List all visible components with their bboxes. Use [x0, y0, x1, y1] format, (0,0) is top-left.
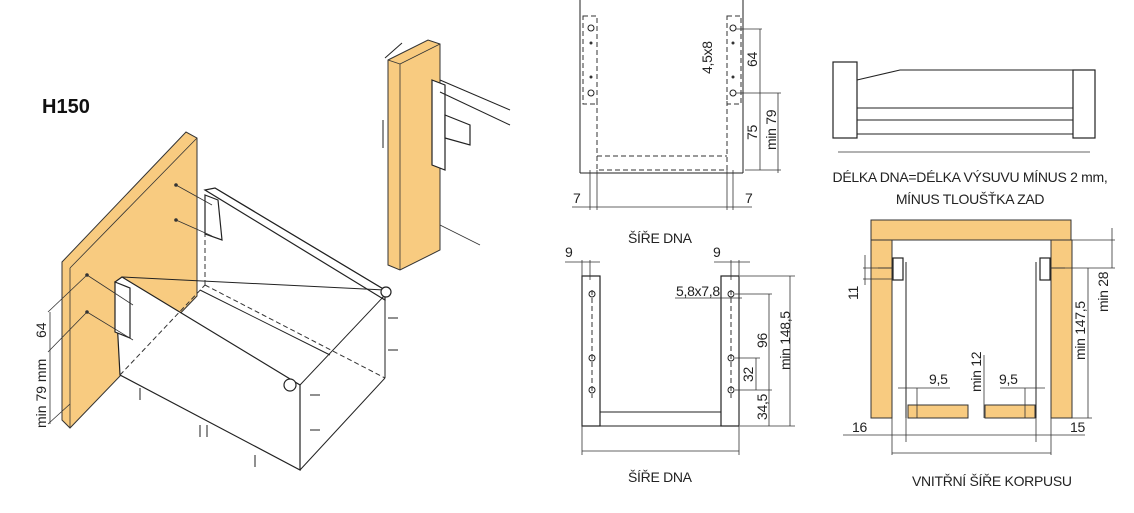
dim-9-5-right: 9,5: [999, 371, 1018, 387]
dim-min79: min 79: [763, 109, 779, 150]
hole-size-label: 5,8x7,8: [676, 283, 720, 299]
right-side-profile: [720, 275, 740, 427]
section-caption: VNITŘNÍ ŠÍŘE KORPUSU: [912, 473, 1072, 489]
rail-end-cap: [283, 378, 297, 392]
dim-min148-5: min 148,5: [777, 311, 793, 370]
length-note-line2: MÍNUS TLOUŠŤKA ZAD: [896, 191, 1045, 207]
panel-edge: [69, 137, 198, 269]
left-board: [870, 239, 893, 419]
drawer-front-end: [832, 61, 858, 139]
front-view-caption: ŠÍŘE DNA: [628, 469, 693, 485]
screw-lines: [85, 183, 398, 467]
isometric-assembly: H150: [33, 96, 398, 471]
side-panel: [387, 39, 441, 271]
right-offset: 9: [713, 244, 721, 260]
dim-96: 96: [754, 333, 770, 348]
left-offset: 9: [565, 244, 573, 260]
dim-11: 11: [845, 286, 861, 300]
front-view: 9 9 5,8x7,8 96 32 34,5 min 148,5 ŠÍŘE DN…: [565, 244, 795, 485]
front-bracket: [114, 281, 131, 339]
dim-min12: min 12: [968, 351, 984, 392]
dim-64: 64: [33, 322, 49, 338]
top-board: [870, 219, 1072, 241]
dim-min28: min 28: [1095, 271, 1111, 312]
drawer-front-side: [114, 276, 301, 471]
dim-9-5-left: 9,5: [929, 371, 948, 387]
rail-bracket: [431, 79, 446, 171]
back-view-caption: ŠÍŘE DNA: [628, 230, 693, 246]
left-rail-clip: [892, 257, 904, 281]
rear-bracket: [204, 194, 223, 241]
dim-34-5: 34,5: [754, 393, 770, 420]
dim-64: 64: [744, 52, 760, 67]
model-title: H150: [42, 96, 90, 118]
drawer-side-rail: [203, 187, 386, 302]
side-view: DÉLKA DNA=DÉLKA VÝSUVU MÍNUS 2 mm, MÍNUS…: [832, 61, 1108, 207]
back-view: 4,5x8 64 75 min 79 7 7 ŠÍŘE DNA: [572, 0, 781, 246]
dim-32: 32: [740, 367, 756, 382]
dim-15: 15: [1070, 419, 1085, 435]
right-board: [1050, 239, 1073, 419]
length-note-line1: DÉLKA DNA=DÉLKA VÝSUVU MÍNUS 2 mm,: [833, 169, 1108, 185]
right-offset: 7: [745, 190, 753, 206]
drawer-bottom-left: [907, 404, 969, 419]
side-panel-detail: [382, 39, 511, 271]
dim-min79: min 79 mm: [33, 359, 49, 428]
left-side-profile: [581, 275, 601, 427]
left-offset: 7: [573, 190, 581, 206]
rail-end-cap: [380, 286, 392, 298]
isometric-dimensions: 64 min 79 mm: [33, 274, 88, 428]
drawer-back-end: [1072, 69, 1096, 139]
dim-75: 75: [744, 125, 760, 140]
back-panel: [61, 131, 198, 429]
right-rail-clip: [1039, 257, 1051, 281]
section-view: 11 min 28 min 147,5 min 12 9,5 9,5 16 15…: [843, 219, 1115, 489]
horizontal-adjust-arrow: [384, 42, 403, 59]
slot-size-label: 4,5x8: [699, 41, 715, 74]
drawer-bottom-right: [984, 404, 1036, 419]
dim-16: 16: [852, 419, 867, 435]
dim-min147-5: min 147,5: [1072, 301, 1088, 360]
rail-clip: [444, 114, 471, 146]
